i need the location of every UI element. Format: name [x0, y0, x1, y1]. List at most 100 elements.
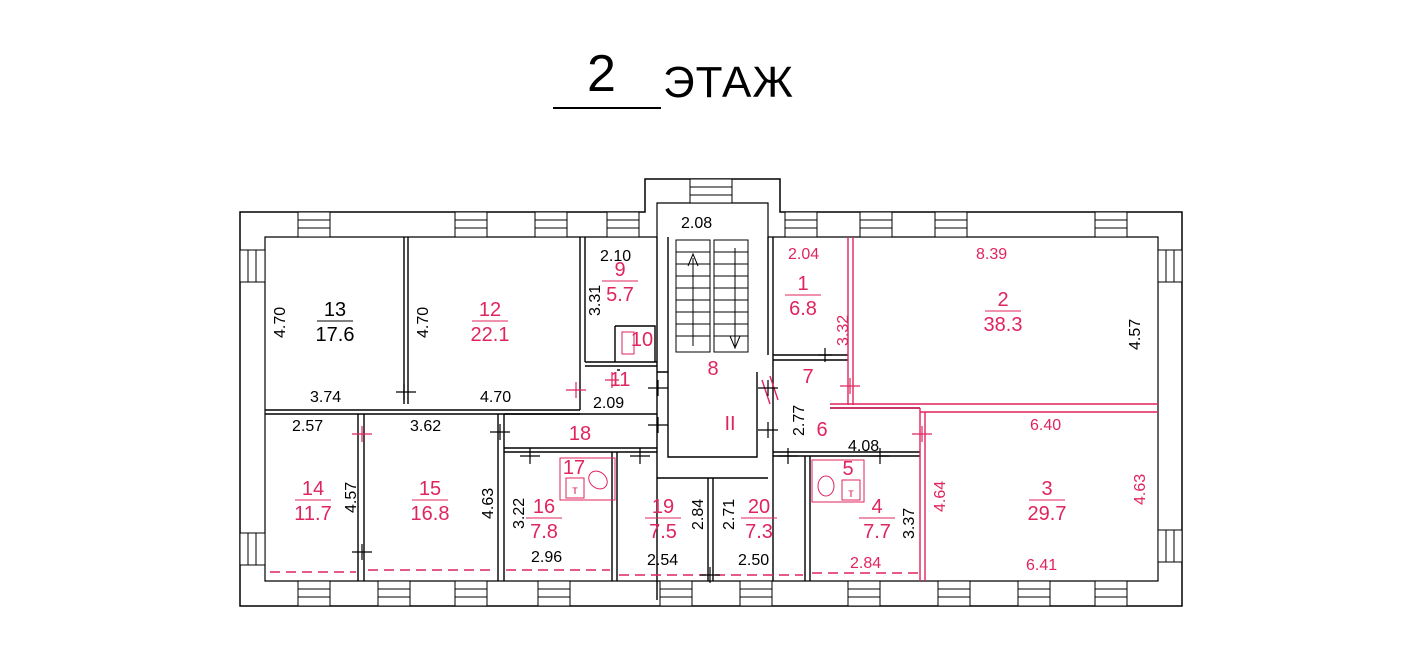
dimension-label: 2.77	[791, 405, 808, 436]
room-number: 19	[652, 496, 674, 518]
room-number: 14	[302, 478, 324, 500]
dimension-label: 4.63	[1132, 474, 1149, 505]
dimension-label: 2.09	[593, 395, 624, 412]
dimension-label: 2.04	[788, 246, 819, 263]
floor-number-underline	[553, 107, 661, 109]
room-number: 10	[631, 329, 653, 351]
dimension-label: 4.70	[272, 307, 289, 338]
window	[1094, 211, 1128, 238]
dimension-label: 3.22	[511, 498, 528, 529]
door-marks	[352, 348, 890, 583]
window	[1094, 580, 1128, 607]
dimension-label: 4.63	[480, 488, 497, 519]
room-area: 7.8	[530, 521, 558, 543]
room-number: 17	[563, 457, 585, 479]
toilet-letter: т	[848, 486, 854, 500]
staircase	[675, 239, 749, 353]
window	[297, 211, 331, 238]
window	[454, 580, 488, 607]
room-number: 15	[419, 478, 441, 500]
window	[377, 580, 411, 607]
floor-word: ЭТАЖ	[663, 58, 795, 107]
windows	[239, 178, 1183, 607]
dimension-label: 2.96	[531, 549, 562, 566]
room-area: 7.7	[863, 521, 891, 543]
window	[784, 211, 818, 238]
room-number: 9	[614, 259, 625, 281]
room-number: 8	[707, 358, 718, 380]
room-number: 20	[748, 496, 770, 518]
window	[239, 532, 266, 566]
dimension-label: 8.39	[976, 246, 1007, 263]
window	[454, 211, 488, 238]
room-number: II	[724, 413, 735, 435]
room-number: 3	[1041, 478, 1052, 500]
dimension-label: 6.40	[1030, 417, 1061, 434]
window	[537, 580, 571, 607]
room-area: 7.3	[745, 521, 773, 543]
dimension-label: 2.71	[721, 499, 738, 530]
dimension-label: 3.37	[901, 508, 918, 539]
room-number: 2	[997, 289, 1008, 311]
window	[859, 211, 893, 238]
window	[1017, 580, 1051, 607]
door-marks-red	[352, 372, 932, 442]
window	[1157, 529, 1183, 563]
dimension-label: 4.08	[848, 438, 879, 455]
toilet-fixtures	[559, 331, 865, 503]
dimension-label: 4.57	[1127, 319, 1144, 350]
dimension-label: 4.70	[415, 307, 432, 338]
window	[606, 211, 640, 238]
dimension-label: 3.32	[835, 315, 852, 346]
room-area: 22.1	[471, 324, 510, 346]
room-number: 11	[610, 369, 631, 391]
room-area: 38.3	[984, 314, 1023, 336]
dimension-label: 3.62	[410, 418, 441, 435]
room-area: 7.5	[649, 521, 677, 543]
room-area: 17.6	[316, 324, 355, 346]
dimension-label: 2.84	[690, 499, 707, 530]
room-number: 16	[533, 496, 555, 518]
dimension-label: 3.31	[587, 285, 604, 316]
room-area: 29.7	[1028, 503, 1067, 525]
dimension-label: 2.50	[738, 552, 769, 569]
window	[1157, 249, 1183, 283]
dimension-label: 2.10	[600, 248, 631, 265]
dimension-label: 3.74	[310, 389, 341, 406]
dimension-labels: 2.08 2.10 3.31 4.70 4.70 3.74 4.70 2.09 2.04 3.32…	[272, 215, 1149, 574]
room-number: 18	[569, 423, 591, 445]
room-number: 12	[479, 299, 501, 321]
window	[297, 580, 331, 607]
window	[659, 580, 693, 607]
outer-walls	[239, 178, 1183, 607]
dimension-label: 4.64	[932, 481, 949, 512]
floor-number: 2	[587, 45, 616, 103]
dimension-label: 2.08	[681, 215, 712, 232]
window	[689, 178, 733, 204]
window	[739, 580, 773, 607]
dimension-label: 6.41	[1026, 557, 1057, 574]
window	[934, 211, 968, 238]
room-area: 5.7	[606, 284, 634, 306]
room-area: 11.7	[294, 503, 331, 525]
window	[937, 580, 971, 607]
room-number: 1	[797, 273, 808, 295]
toilet-letter: т	[572, 483, 578, 497]
room-area: 6.8	[789, 298, 817, 320]
room-area: 16.8	[411, 503, 450, 525]
dimension-label: 4.70	[480, 389, 511, 406]
room-number: 4	[871, 496, 882, 518]
room-number: 6	[816, 419, 827, 441]
dimension-label: 2.54	[647, 552, 678, 569]
dimension-label: 4.57	[343, 482, 360, 513]
floor-title: 2 ЭТАЖ	[553, 44, 813, 114]
window	[239, 249, 266, 283]
room-number: 5	[842, 458, 853, 480]
window	[534, 211, 568, 238]
dimension-label: 2.84	[850, 555, 881, 572]
room-number: 7	[802, 366, 813, 388]
window	[847, 580, 881, 607]
